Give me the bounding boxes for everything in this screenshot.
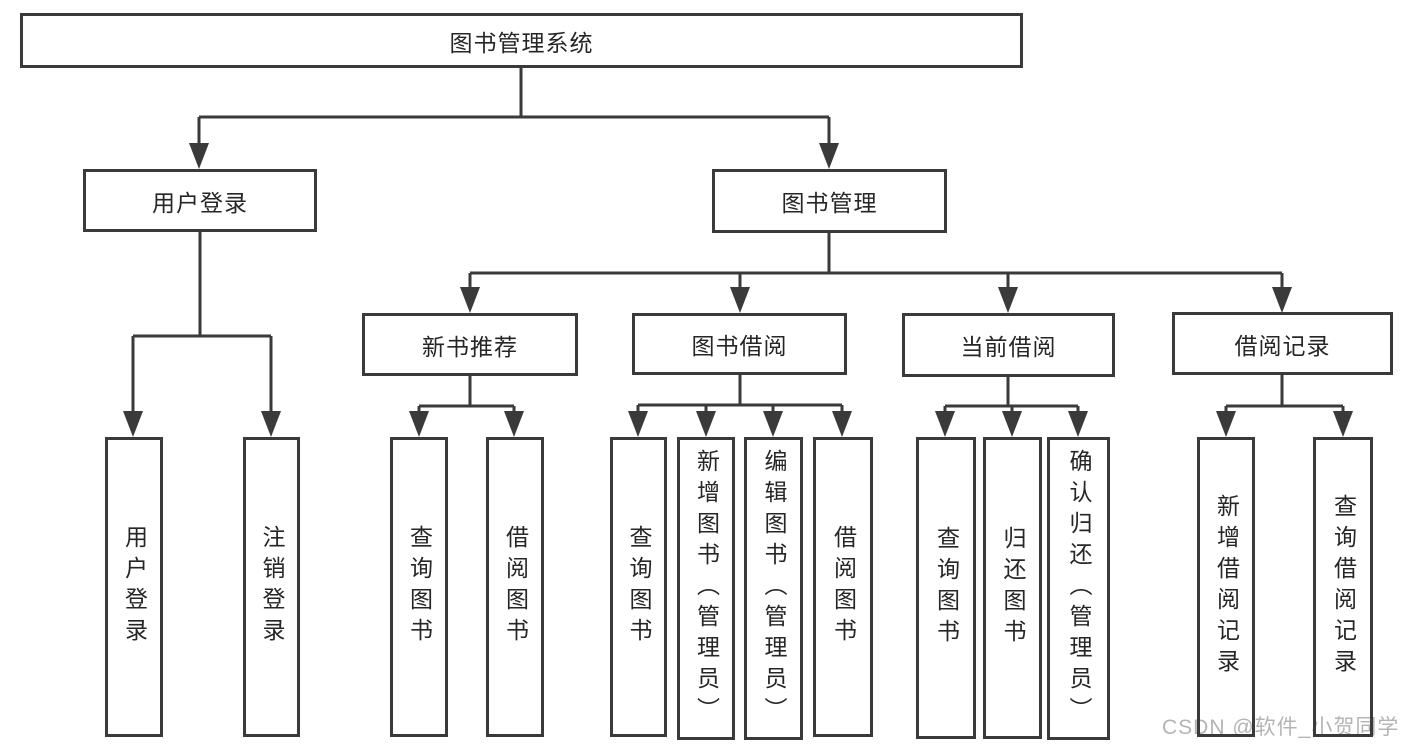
leaf-borrow-query-books-label: 查询图书 [626, 525, 652, 649]
connector-book-management-children [468, 233, 1284, 293]
leaf-records-add-record-label: 新增借阅记录 [1213, 494, 1240, 680]
connector-book-borrowing-children [636, 375, 844, 417]
leaf-borrow-query-books: 查询图书 [610, 437, 667, 737]
arrowhead [409, 411, 429, 437]
connector-borrowing-records-children [1224, 375, 1345, 417]
arrowhead [696, 411, 716, 437]
leaf-borrow-add-books-admin: 新增图书（管理员） [677, 437, 735, 740]
arrowhead [763, 411, 783, 437]
leaf-newrec-query-books: 查询图书 [390, 437, 448, 737]
arrowhead [819, 143, 839, 169]
leaf-user-login: 用户登录 [105, 437, 163, 737]
leaf-borrow-add-books-admin-label: 新增图书（管理员） [693, 449, 720, 728]
arrowheads [123, 143, 1353, 437]
connector-user-login-children [131, 232, 273, 417]
leaf-newrec-query-books-label: 查询图书 [406, 525, 433, 649]
leaf-user-login-label: 用户登录 [121, 525, 148, 649]
leaf-logout: 注销登录 [243, 437, 300, 737]
node-root-library-system: 图书管理系统 [20, 13, 1023, 68]
arrowhead [998, 287, 1018, 313]
leaf-current-return-books-label: 归还图书 [1000, 526, 1026, 650]
leaf-records-query-record-label: 查询借阅记录 [1330, 494, 1357, 680]
arrowhead [1272, 287, 1292, 313]
leaf-newrec-borrow-books-label: 借阅图书 [502, 525, 529, 649]
leaf-borrow-edit-books-admin-label: 编辑图书（管理员） [761, 449, 787, 728]
leaf-newrec-borrow-books: 借阅图书 [486, 437, 544, 737]
arrowhead [730, 287, 750, 313]
node-new-book-recommend: 新书推荐 [362, 313, 578, 376]
arrowhead [189, 143, 209, 169]
csdn-watermark: CSDN @软件_小贺同学 [1162, 716, 1400, 739]
leaf-logout-label: 注销登录 [259, 525, 285, 649]
arrowhead [1333, 411, 1353, 437]
connector-new-book-recommend-children [417, 376, 516, 417]
leaf-current-query-books: 查询图书 [916, 437, 976, 739]
leaf-records-query-record: 查询借阅记录 [1313, 437, 1373, 737]
connector-root-to-level2 [197, 68, 831, 149]
arrowhead [935, 411, 955, 437]
leaf-borrow-edit-books-admin: 编辑图书（管理员） [744, 437, 803, 740]
arrowhead [504, 411, 524, 437]
node-current-borrowing: 当前借阅 [902, 313, 1115, 377]
leaf-current-query-books-label: 查询图书 [933, 526, 960, 650]
arrowhead [261, 411, 281, 437]
arrowhead [628, 411, 648, 437]
arrowhead [460, 287, 480, 313]
leaf-records-add-record: 新增借阅记录 [1197, 437, 1255, 737]
node-book-borrowing: 图书借阅 [632, 313, 847, 375]
arrowhead [1068, 411, 1088, 437]
node-user-login: 用户登录 [83, 169, 317, 232]
arrowhead [832, 411, 852, 437]
leaf-current-confirm-return-admin-label: 确认归还（管理员） [1066, 449, 1092, 728]
arrowhead [1216, 411, 1236, 437]
leaf-current-confirm-return-admin: 确认归还（管理员） [1047, 437, 1110, 740]
leaf-borrow-borrow-books-label: 借阅图书 [830, 525, 857, 649]
leaf-current-return-books: 归还图书 [983, 437, 1042, 739]
leaf-borrow-borrow-books: 借阅图书 [813, 437, 873, 737]
arrowhead [123, 411, 143, 437]
arrowhead [1002, 411, 1022, 437]
node-book-management: 图书管理 [712, 169, 947, 233]
node-borrowing-records: 借阅记录 [1172, 312, 1393, 375]
